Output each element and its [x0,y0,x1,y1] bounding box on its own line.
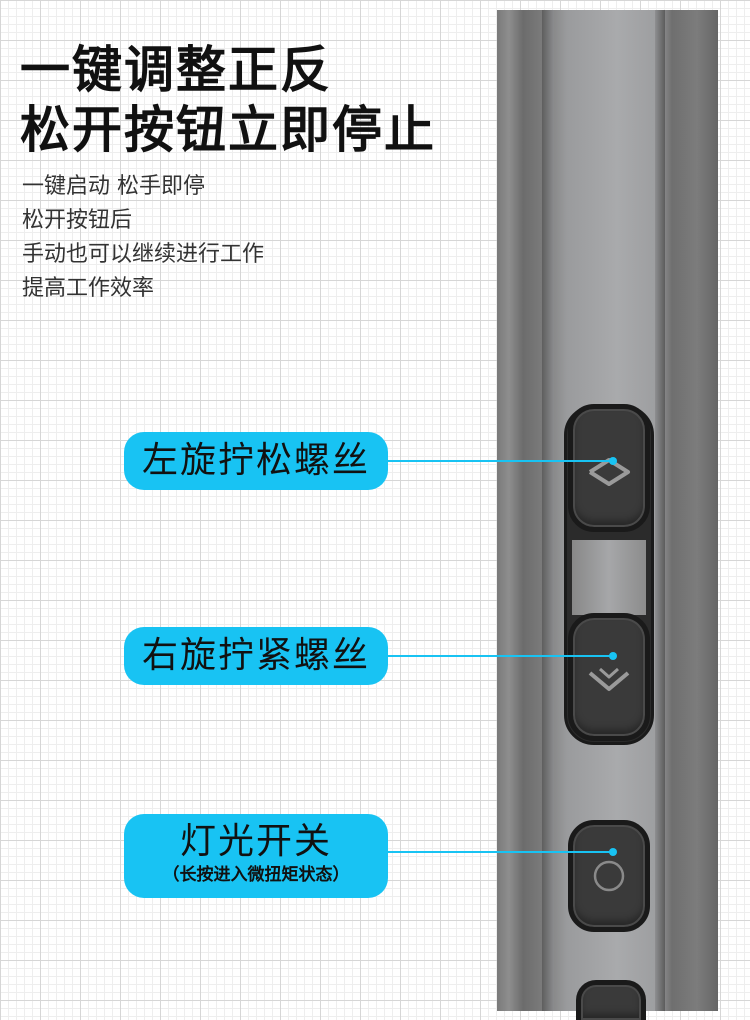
tighten-callout: 右旋拧紧螺丝 [124,627,388,685]
loosen-leader-line [388,460,613,462]
headline-line-1: 一键调整正反 [20,41,332,99]
tool-handle [497,10,718,1020]
loosen-label: 左旋拧松螺丝 [141,440,370,481]
tighten-leader-line [388,655,613,657]
rail-gap [572,540,646,615]
light-leader-line [388,851,613,853]
lower-button[interactable] [576,980,646,1020]
headline-line-2: 松开按钮立即停止 [20,101,436,159]
light-note: （长按进入微扭矩状态） [162,865,350,885]
description-line-1: 一键启动 松手即停 [22,174,205,199]
description-line-2: 松开按钮后 [22,208,133,233]
tighten-leader-dot [609,652,617,660]
loosen-callout: 左旋拧松螺丝 [124,432,388,490]
loosen-leader-dot [609,457,617,465]
description: 一键启动 松手即停 松开按钮后 手动也可以继续进行工作 提高工作效率 [22,170,264,306]
light-callout: 灯光开关 （长按进入微扭矩状态） [124,814,388,898]
description-line-4: 提高工作效率 [22,276,155,301]
headline: 一键调整正反 松开按钮立即停止 [20,40,436,160]
tool-edge-left [542,10,554,1011]
tighten-label: 右旋拧紧螺丝 [141,635,370,676]
tool-edge-right [655,10,665,1011]
description-line-3: 手动也可以继续进行工作 [22,242,265,267]
light-leader-dot [609,848,617,856]
light-label: 灯光开关 [179,821,332,862]
light-button[interactable] [568,820,650,932]
tighten-button[interactable] [568,613,650,741]
loosen-button[interactable] [568,404,650,532]
